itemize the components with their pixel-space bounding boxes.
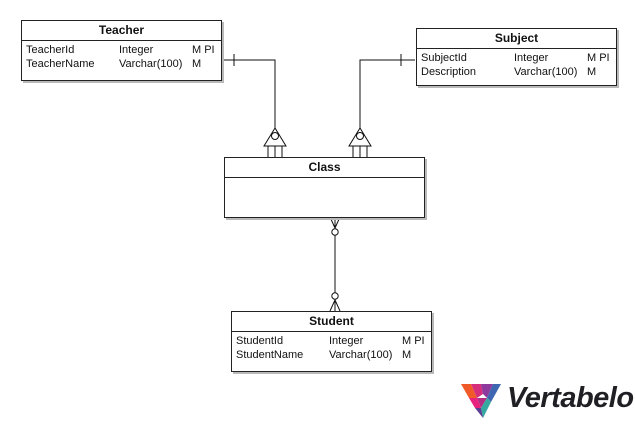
column-flags: M PI — [192, 44, 215, 56]
column-name: TeacherName — [26, 58, 95, 70]
subject-class-line — [359, 59, 415, 146]
column-type: Varchar(100) — [514, 66, 578, 78]
column-name: StudentName — [236, 349, 304, 361]
column-type: Varchar(100) — [119, 58, 183, 70]
entity-title: Subject — [417, 29, 616, 49]
column-row: StudentName Varchar(100) M — [232, 348, 431, 362]
entity-class[interactable]: Class — [224, 157, 425, 218]
column-row: TeacherId Integer M PI — [22, 43, 221, 57]
column-flags: M — [402, 349, 412, 361]
entity-teacher[interactable]: Teacher TeacherId Integer M PI TeacherNa… — [21, 20, 222, 81]
column-row: SubjectId Integer M PI — [417, 51, 616, 65]
entity-subject[interactable]: Subject SubjectId Integer M PI Descripti… — [416, 28, 617, 86]
entity-columns — [225, 178, 424, 180]
column-flags: M PI — [587, 52, 610, 64]
column-type: Integer — [329, 335, 364, 347]
vertabelo-logo-icon — [461, 384, 501, 418]
teacher-class-circle — [271, 132, 279, 140]
entity-title: Class — [225, 158, 424, 178]
column-row: TeacherName Varchar(100) M — [22, 57, 221, 71]
column-name: TeacherId — [26, 44, 75, 56]
column-name: StudentId — [236, 335, 284, 347]
entity-student[interactable]: Student StudentId Integer M PI StudentNa… — [231, 311, 432, 372]
column-name: Description — [421, 66, 477, 78]
entity-title: Teacher — [22, 21, 221, 41]
entity-title: Student — [232, 312, 431, 332]
column-row: StudentId Integer M PI — [232, 334, 431, 348]
vertabelo-logo-text: Vertabelo — [507, 382, 634, 414]
column-flags: M — [587, 66, 597, 78]
column-flags: M PI — [402, 335, 425, 347]
column-type: Varchar(100) — [329, 349, 393, 361]
column-type: Integer — [119, 44, 154, 56]
column-name: SubjectId — [421, 52, 467, 64]
vertabelo-logo: Vertabelo — [459, 378, 634, 423]
column-flags: M — [192, 58, 202, 70]
subject-class-circle — [356, 132, 364, 140]
teacher-class-line — [221, 59, 276, 146]
column-type: Integer — [514, 52, 549, 64]
column-row: Description Varchar(100) M — [417, 65, 616, 79]
